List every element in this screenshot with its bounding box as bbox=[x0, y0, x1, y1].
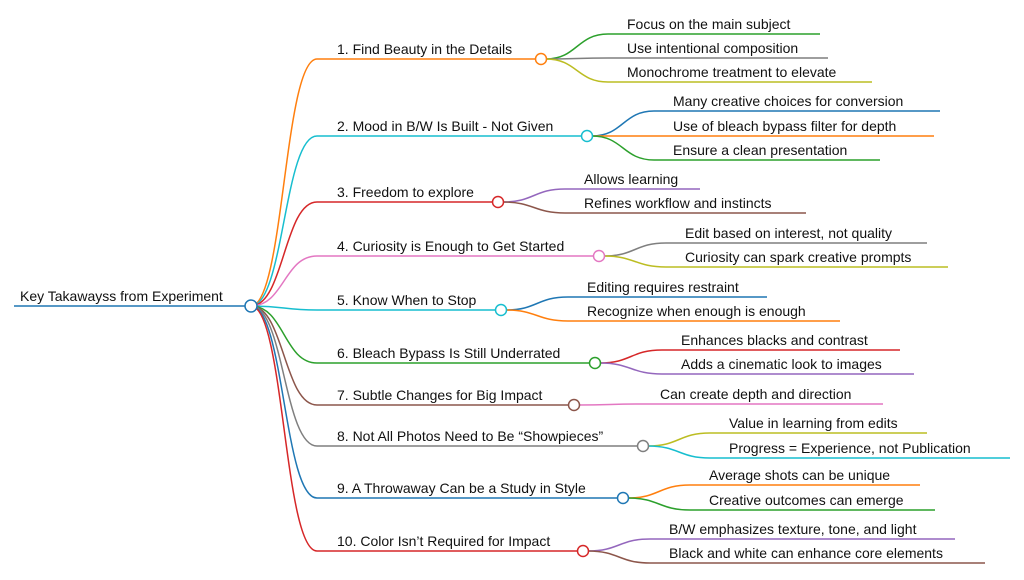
branch-7-child-1-label: Can create depth and direction bbox=[660, 386, 851, 402]
branch-1-node[interactable] bbox=[534, 52, 548, 66]
branch-4-child-2-label: Curiosity can spark creative prompts bbox=[685, 249, 911, 265]
branch-5-label: 5. Know When to Stop bbox=[337, 292, 477, 308]
branch-5-child-1-connector bbox=[505, 296, 569, 311]
branch-6-label: 6. Bleach Bypass Is Still Underrated bbox=[337, 345, 560, 361]
branch-4-child-1-label: Edit based on interest, not quality bbox=[685, 225, 892, 241]
branch-9-child-2-label: Creative outcomes can emerge bbox=[709, 492, 904, 508]
branch-10-label: 10. Color Isn’t Required for Impact bbox=[337, 533, 550, 549]
branch-8-connector bbox=[250, 305, 318, 447]
branch-3-child-1-label: Allows learning bbox=[584, 171, 678, 187]
branch-5-connector bbox=[250, 305, 318, 311]
branch-2-child-3-connector bbox=[591, 135, 655, 161]
branch-2-child-2-label: Use of bleach bypass filter for depth bbox=[673, 118, 896, 134]
branch-6-child-1-label: Enhances blacks and contrast bbox=[681, 332, 868, 348]
branch-4-child-1-connector bbox=[603, 242, 667, 257]
branch-7-connector bbox=[250, 305, 318, 406]
branch-2-label: 2. Mood in B/W Is Built - Not Given bbox=[337, 118, 553, 134]
underline-layer bbox=[14, 33, 1010, 564]
branch-2-child-3-label: Ensure a clean presentation bbox=[673, 142, 847, 158]
branch-2-child-1-label: Many creative choices for conversion bbox=[673, 93, 903, 109]
branch-5-child-2-label: Recognize when enough is enough bbox=[587, 303, 806, 319]
branch-8-node[interactable] bbox=[636, 439, 650, 453]
branch-3-connector bbox=[250, 201, 318, 307]
branch-8-child-2-connector bbox=[647, 445, 711, 459]
branch-1-child-1-label: Focus on the main subject bbox=[627, 16, 791, 32]
branch-9-child-1-connector bbox=[627, 484, 691, 499]
branch-10-child-2-connector bbox=[587, 550, 651, 564]
branch-8-child-1-connector bbox=[647, 432, 711, 447]
branch-9-child-2-connector bbox=[627, 497, 691, 511]
branch-6-node[interactable] bbox=[588, 356, 602, 370]
branch-3-child-2-label: Refines workflow and instincts bbox=[584, 195, 772, 211]
root-label: Key Takawayss from Experiment bbox=[20, 288, 223, 304]
branch-1-child-3-connector bbox=[545, 58, 609, 83]
branch-3-child-1-connector bbox=[502, 188, 566, 203]
branch-7-child-1-connector bbox=[578, 403, 642, 406]
branch-4-node[interactable] bbox=[592, 249, 606, 263]
branch-1-child-2-label: Use intentional composition bbox=[627, 40, 798, 56]
branch-5-node[interactable] bbox=[494, 303, 508, 317]
branch-10-node[interactable] bbox=[576, 544, 590, 558]
branch-8-child-2-label: Progress = Experience, not Publication bbox=[729, 440, 971, 456]
branch-6-child-2-label: Adds a cinematic look to images bbox=[681, 356, 882, 372]
branch-1-label: 1. Find Beauty in the Details bbox=[337, 41, 512, 57]
branch-10-connector bbox=[250, 305, 318, 552]
branch-1-child-3-label: Monochrome treatment to elevate bbox=[627, 64, 837, 80]
branch-5-child-2-connector bbox=[505, 309, 569, 322]
branch-2-node[interactable] bbox=[580, 129, 594, 143]
branch-9-node[interactable] bbox=[616, 491, 630, 505]
branch-9-label: 9. A Throwaway Can be a Study in Style bbox=[337, 480, 586, 496]
root-node[interactable] bbox=[244, 299, 258, 313]
branch-5-child-1-label: Editing requires restraint bbox=[587, 279, 739, 295]
branch-4-child-2-connector bbox=[603, 255, 667, 268]
branch-10-child-1-label: B/W emphasizes texture, tone, and light bbox=[669, 521, 917, 537]
branch-4-connector bbox=[250, 255, 318, 307]
branch-3-label: 3. Freedom to explore bbox=[337, 184, 474, 200]
branch-8-label: 8. Not All Photos Need to Be “Showpieces… bbox=[337, 428, 603, 444]
branch-6-child-1-connector bbox=[599, 349, 663, 364]
branch-1-child-1-connector bbox=[545, 33, 609, 60]
label-layer: 1. Find Beauty in the Details Focus on th… bbox=[20, 16, 971, 561]
connector-layer bbox=[250, 33, 711, 564]
branch-2-child-1-connector bbox=[591, 110, 655, 137]
branch-1-connector bbox=[250, 58, 318, 307]
branch-3-node[interactable] bbox=[491, 195, 505, 209]
node-layer bbox=[244, 52, 650, 558]
branch-9-connector bbox=[250, 305, 318, 499]
branch-4-label: 4. Curiosity is Enough to Get Started bbox=[337, 238, 564, 254]
branch-6-child-2-connector bbox=[599, 362, 663, 375]
branch-8-child-1-label: Value in learning from edits bbox=[729, 415, 898, 431]
branch-10-child-1-connector bbox=[587, 538, 651, 552]
branch-7-label: 7. Subtle Changes for Big Impact bbox=[337, 387, 543, 403]
branch-7-node[interactable] bbox=[567, 398, 581, 412]
branch-3-child-2-connector bbox=[502, 201, 566, 214]
branch-2-connector bbox=[250, 135, 318, 307]
branch-9-child-1-label: Average shots can be unique bbox=[709, 467, 890, 483]
branch-10-child-2-label: Black and white can enhance core element… bbox=[669, 545, 943, 561]
branch-6-connector bbox=[250, 305, 318, 364]
